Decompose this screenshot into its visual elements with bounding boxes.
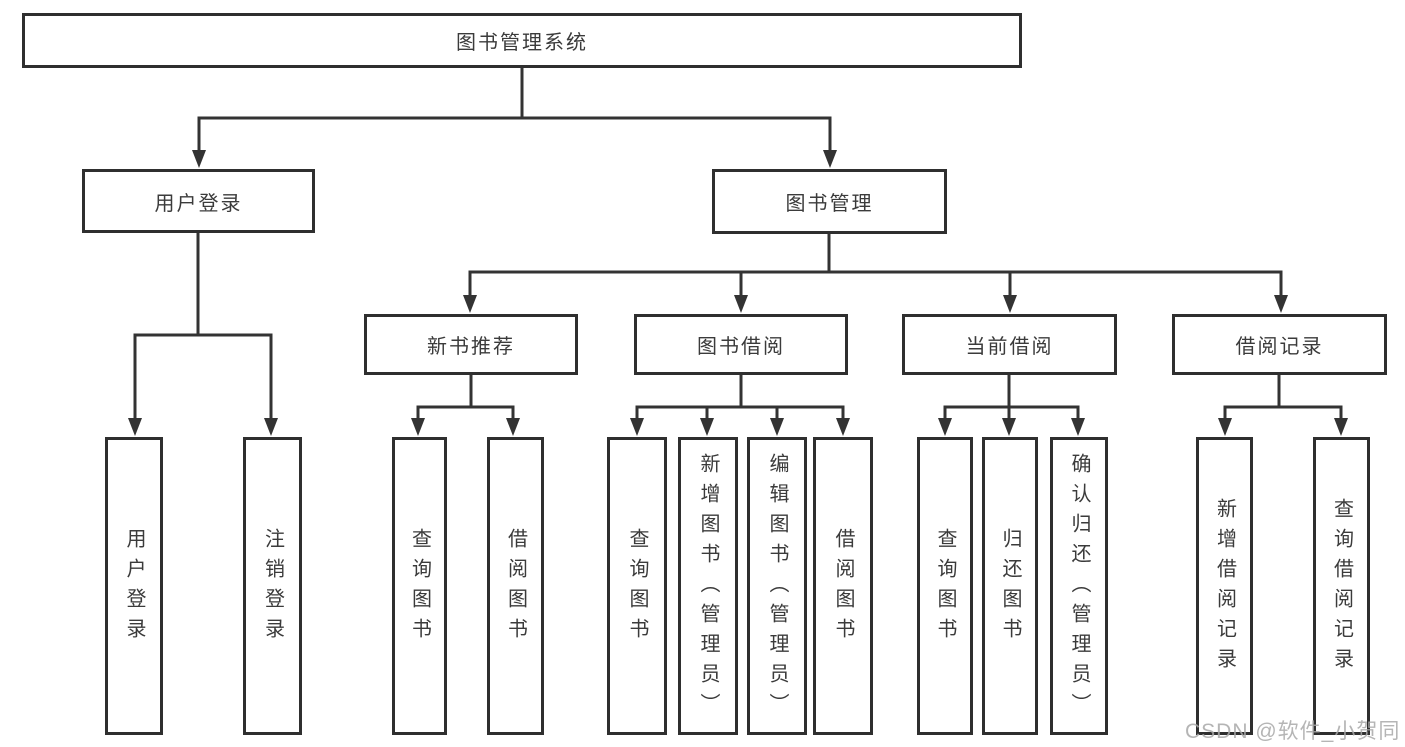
leaf-return-book: 归还图书	[982, 437, 1038, 735]
node-user-login: 用户登录	[82, 169, 315, 233]
node-book-borrow: 图书借阅	[634, 314, 848, 375]
leaf-edit-book-admin: 编辑图书（管理员）	[747, 437, 807, 735]
node-new-book-recommend: 新书推荐	[364, 314, 578, 375]
node-current-borrow: 当前借阅	[902, 314, 1117, 375]
leaf-add-borrow-record: 新增借阅记录	[1196, 437, 1253, 735]
leaf-query-borrow-record: 查询借阅记录	[1313, 437, 1370, 735]
leaf-logout: 注销登录	[243, 437, 302, 735]
leaf-user-login: 用户登录	[105, 437, 163, 735]
leaf-query-books-current: 查询图书	[917, 437, 973, 735]
node-book-management: 图书管理	[712, 169, 947, 234]
leaf-add-book-admin: 新增图书（管理员）	[678, 437, 738, 735]
node-library-management-system: 图书管理系统	[22, 13, 1022, 68]
leaf-borrow-books-recommend: 借阅图书	[487, 437, 544, 735]
watermark-text: CSDN @软件_小贺同学	[1185, 720, 1401, 743]
leaf-query-books-recommend: 查询图书	[392, 437, 447, 735]
leaf-query-books-borrow: 查询图书	[607, 437, 667, 735]
leaf-borrow-books: 借阅图书	[813, 437, 873, 735]
leaf-confirm-return-admin: 确认归还（管理员）	[1050, 437, 1108, 735]
node-borrow-records: 借阅记录	[1172, 314, 1387, 375]
